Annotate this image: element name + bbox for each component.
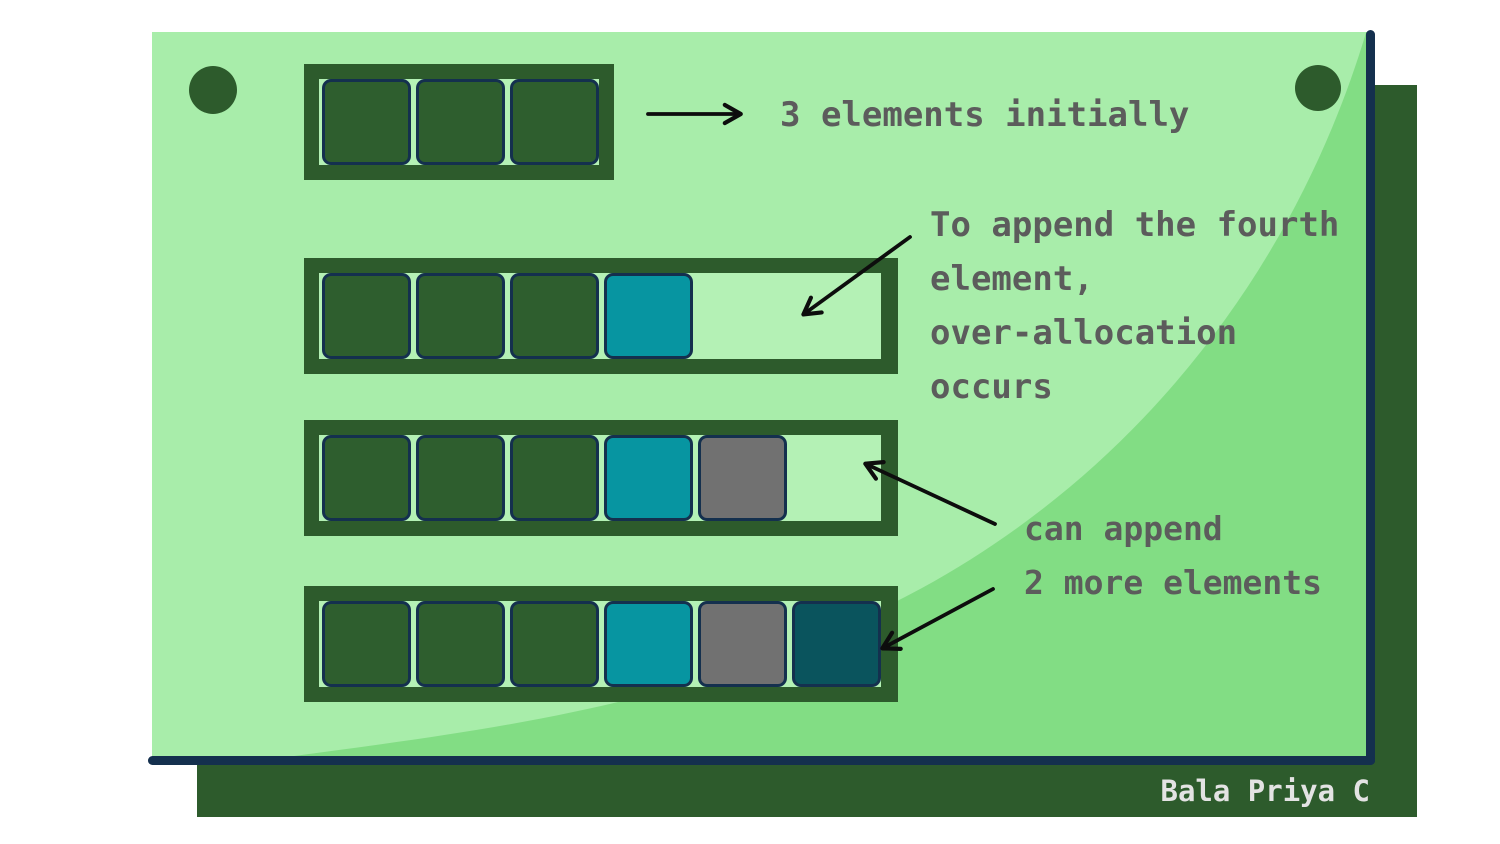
label-initial: 3 elements initially bbox=[780, 95, 1190, 135]
label-over-allocation-line: To append the fourth bbox=[930, 205, 1340, 245]
element-cell-green bbox=[416, 601, 505, 687]
element-cell-teal bbox=[604, 273, 693, 359]
element-cell-green bbox=[510, 435, 599, 521]
element-cell-green bbox=[416, 435, 505, 521]
element-cell-green bbox=[416, 273, 505, 359]
element-cell-gray bbox=[698, 601, 787, 687]
element-cells bbox=[322, 435, 787, 521]
element-cells bbox=[322, 601, 881, 687]
array-five-elements bbox=[304, 420, 898, 536]
element-cell-green bbox=[510, 273, 599, 359]
allocated-capacity-area bbox=[319, 273, 881, 359]
label-over-allocation: To append the fourth element, over-alloc… bbox=[930, 198, 1339, 414]
element-cells bbox=[322, 79, 599, 165]
allocated-capacity-area bbox=[319, 601, 881, 687]
element-cell-green bbox=[322, 601, 411, 687]
element-cell-green bbox=[510, 79, 599, 165]
element-cells bbox=[322, 273, 693, 359]
label-over-allocation-line: over-allocation bbox=[930, 313, 1238, 353]
credit-text: Bala Priya C bbox=[1160, 774, 1370, 808]
corner-dot-left bbox=[189, 66, 237, 114]
background-sweep-shape bbox=[286, 32, 1368, 757]
label-over-allocation-line: occurs bbox=[930, 367, 1053, 407]
diagram-card: 3 elements initially To append the fourt… bbox=[152, 32, 1368, 757]
element-cell-green bbox=[510, 601, 599, 687]
element-cell-green bbox=[416, 79, 505, 165]
allocated-capacity-area bbox=[319, 435, 881, 521]
label-over-allocation-line: element, bbox=[930, 259, 1094, 299]
element-cell-gray bbox=[698, 435, 787, 521]
label-can-append-line: 2 more elements bbox=[1024, 563, 1323, 602]
element-cell-green bbox=[322, 273, 411, 359]
array-full bbox=[304, 586, 898, 702]
card-accent-border-bottom bbox=[148, 756, 1375, 765]
over-allocated-array bbox=[304, 258, 898, 374]
label-can-append: can append 2 more elements bbox=[1024, 502, 1322, 610]
element-cell-green bbox=[322, 435, 411, 521]
element-cell-green bbox=[322, 79, 411, 165]
card-accent-border-right bbox=[1366, 30, 1375, 765]
initial-array bbox=[304, 64, 614, 180]
element-cell-teal bbox=[604, 601, 693, 687]
element-cell-teal bbox=[604, 435, 693, 521]
corner-dot-right bbox=[1295, 65, 1341, 111]
element-cell-darkteal bbox=[792, 601, 881, 687]
label-can-append-line: can append bbox=[1024, 509, 1223, 548]
